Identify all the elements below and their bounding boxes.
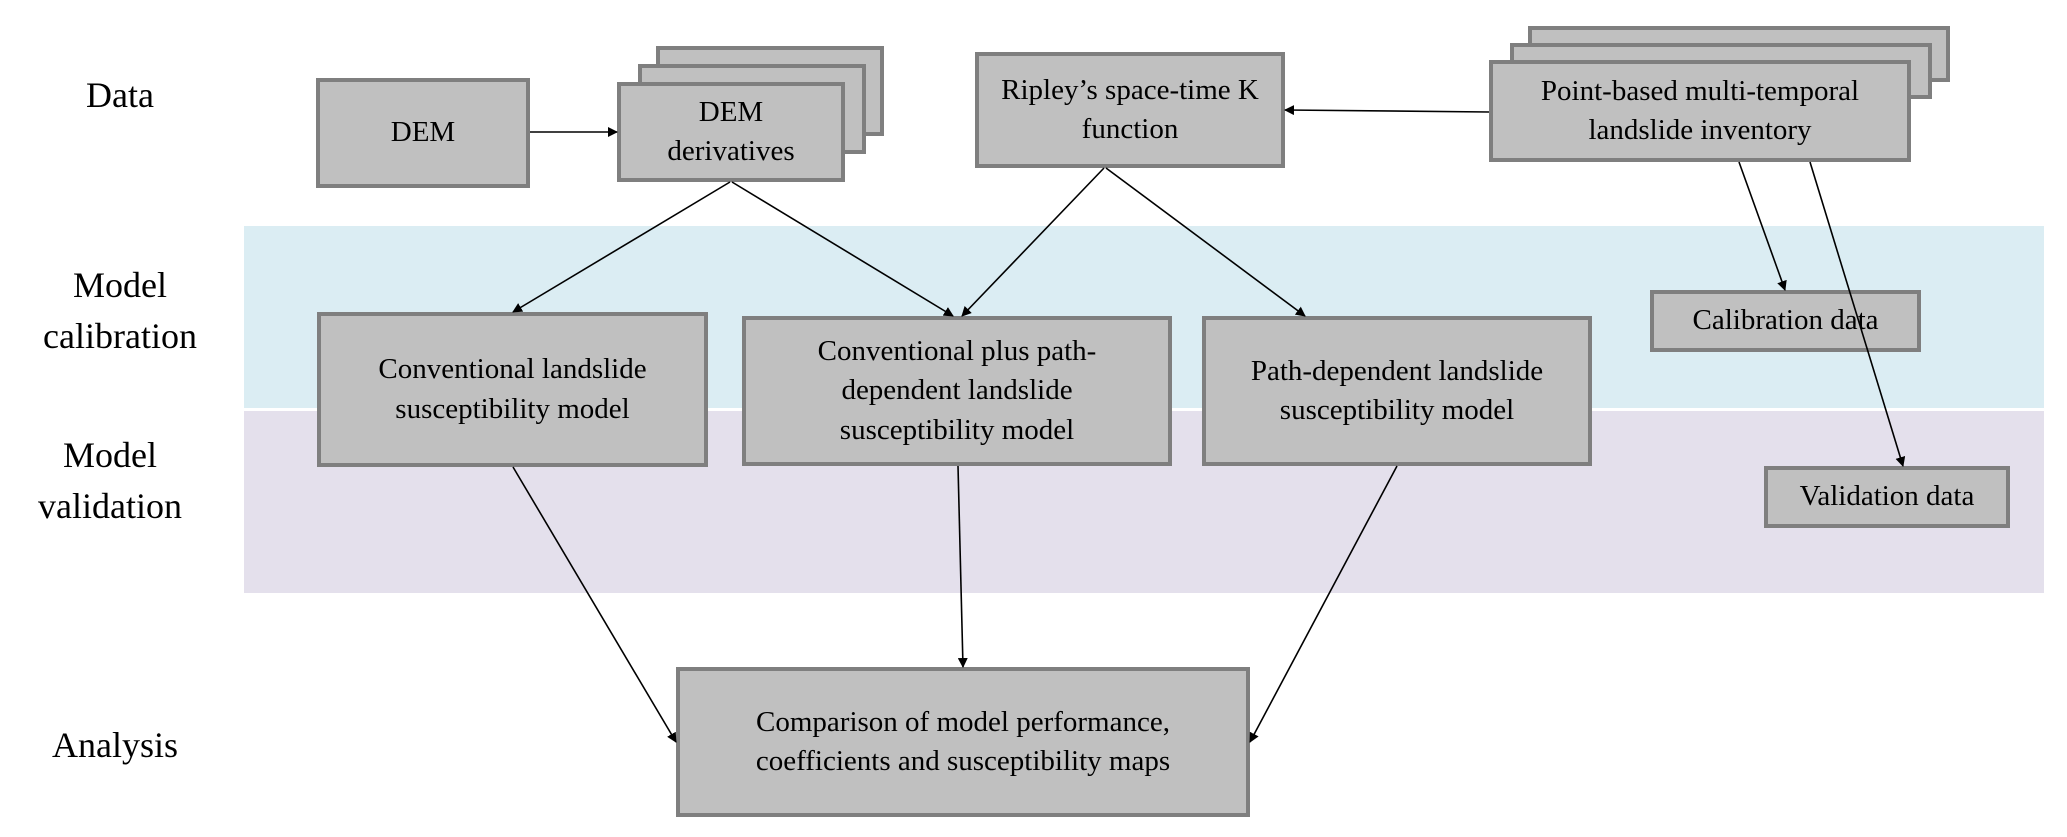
combined-model-box: Conventional plus path-dependent landsli… — [742, 316, 1172, 466]
edge-inventory-to-validation — [1809, 161, 1906, 467]
edge-conventional-to-comparison — [512, 466, 677, 743]
comparison-box: Comparison of model performance, coeffic… — [676, 667, 1250, 817]
edge-ripley-to-path-dependent — [1105, 167, 1306, 317]
calibration-data-label: Calibration data — [1692, 304, 1879, 337]
edge-path-dependent-to-comparison — [1249, 465, 1398, 743]
inventory-label: Point-based multi-temporal landslide inv… — [1540, 74, 1860, 146]
row-label-analysis: Analysis — [52, 725, 178, 765]
path-dependent-model-label: Path-dependent landslide susceptibility … — [1250, 354, 1544, 426]
combined-model-label: Conventional plus path-dependent landsli… — [817, 335, 1097, 446]
validation-data-label: Validation data — [1799, 480, 1975, 513]
edge-inventory-to-calibration — [1738, 161, 1787, 291]
edge-inventory-to-ripley — [1284, 105, 1490, 116]
validation-data-box: Validation data — [1764, 466, 2010, 528]
dem-derivatives-box: DEM derivatives — [617, 82, 845, 182]
edge-derivatives-to-combined — [731, 181, 954, 317]
edge-combined-to-comparison — [957, 465, 968, 668]
calibration-data-box: Calibration data — [1650, 290, 1921, 352]
edge-ripley-to-combined — [961, 167, 1105, 317]
edge-derivatives-to-conventional — [512, 181, 731, 313]
dem-derivatives-label: DEM derivatives — [667, 95, 795, 167]
inventory-box: Point-based multi-temporal landslide inv… — [1489, 60, 1911, 162]
row-label-validation: Model validation — [38, 435, 182, 527]
dem-box: DEM — [316, 78, 530, 188]
path-dependent-model-box: Path-dependent landslide susceptibility … — [1202, 316, 1592, 466]
dem-label: DEM — [390, 116, 456, 149]
conventional-model-label: Conventional landslide susceptibility mo… — [378, 353, 647, 425]
conventional-model-box: Conventional landslide susceptibility mo… — [317, 312, 708, 467]
ripley-box: Ripley’s space-time K function — [975, 52, 1285, 168]
ripley-label: Ripley’s space-time K function — [1001, 73, 1259, 145]
row-label-data: Data — [86, 75, 154, 115]
row-label-calibration: Model calibration — [43, 265, 197, 357]
comparison-label: Comparison of model performance, coeffic… — [755, 705, 1171, 777]
